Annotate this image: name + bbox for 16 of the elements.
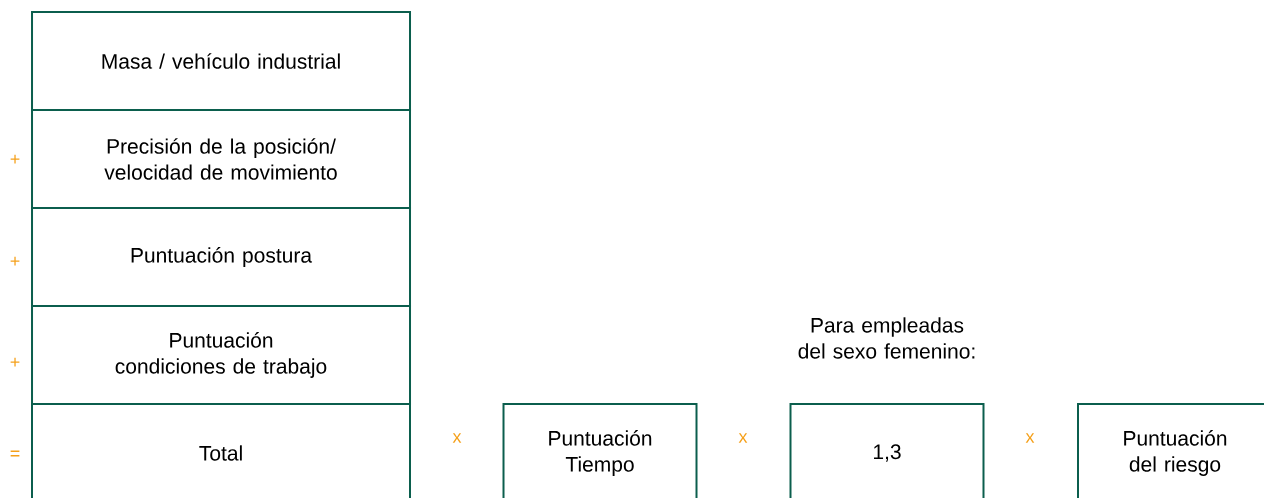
operator-sign: x (1025, 433, 1035, 443)
score-cell: Puntuación condiciones de trabajo (31, 305, 411, 405)
score-cell: Masa / vehículo industrial (31, 11, 411, 111)
score-box: 1,3 (789, 403, 985, 498)
operator-sign: x (738, 433, 748, 443)
operator-sign: x (452, 433, 462, 443)
heading: Para empleadas del sexo femenino: (798, 317, 975, 359)
operator-sign: + (10, 154, 20, 164)
operator-sign: = (10, 450, 20, 457)
score-cell: Total (31, 403, 411, 498)
score-cell: Precisión de la posición/ velocidad de movimiento (31, 109, 411, 209)
score-box: Puntuación del riesgo (1077, 403, 1264, 498)
operator-sign: + (10, 357, 20, 367)
score-box: Puntuación Tiempo (502, 403, 698, 498)
score-cell: Puntuación postura (31, 207, 411, 307)
operator-sign: + (10, 256, 20, 266)
